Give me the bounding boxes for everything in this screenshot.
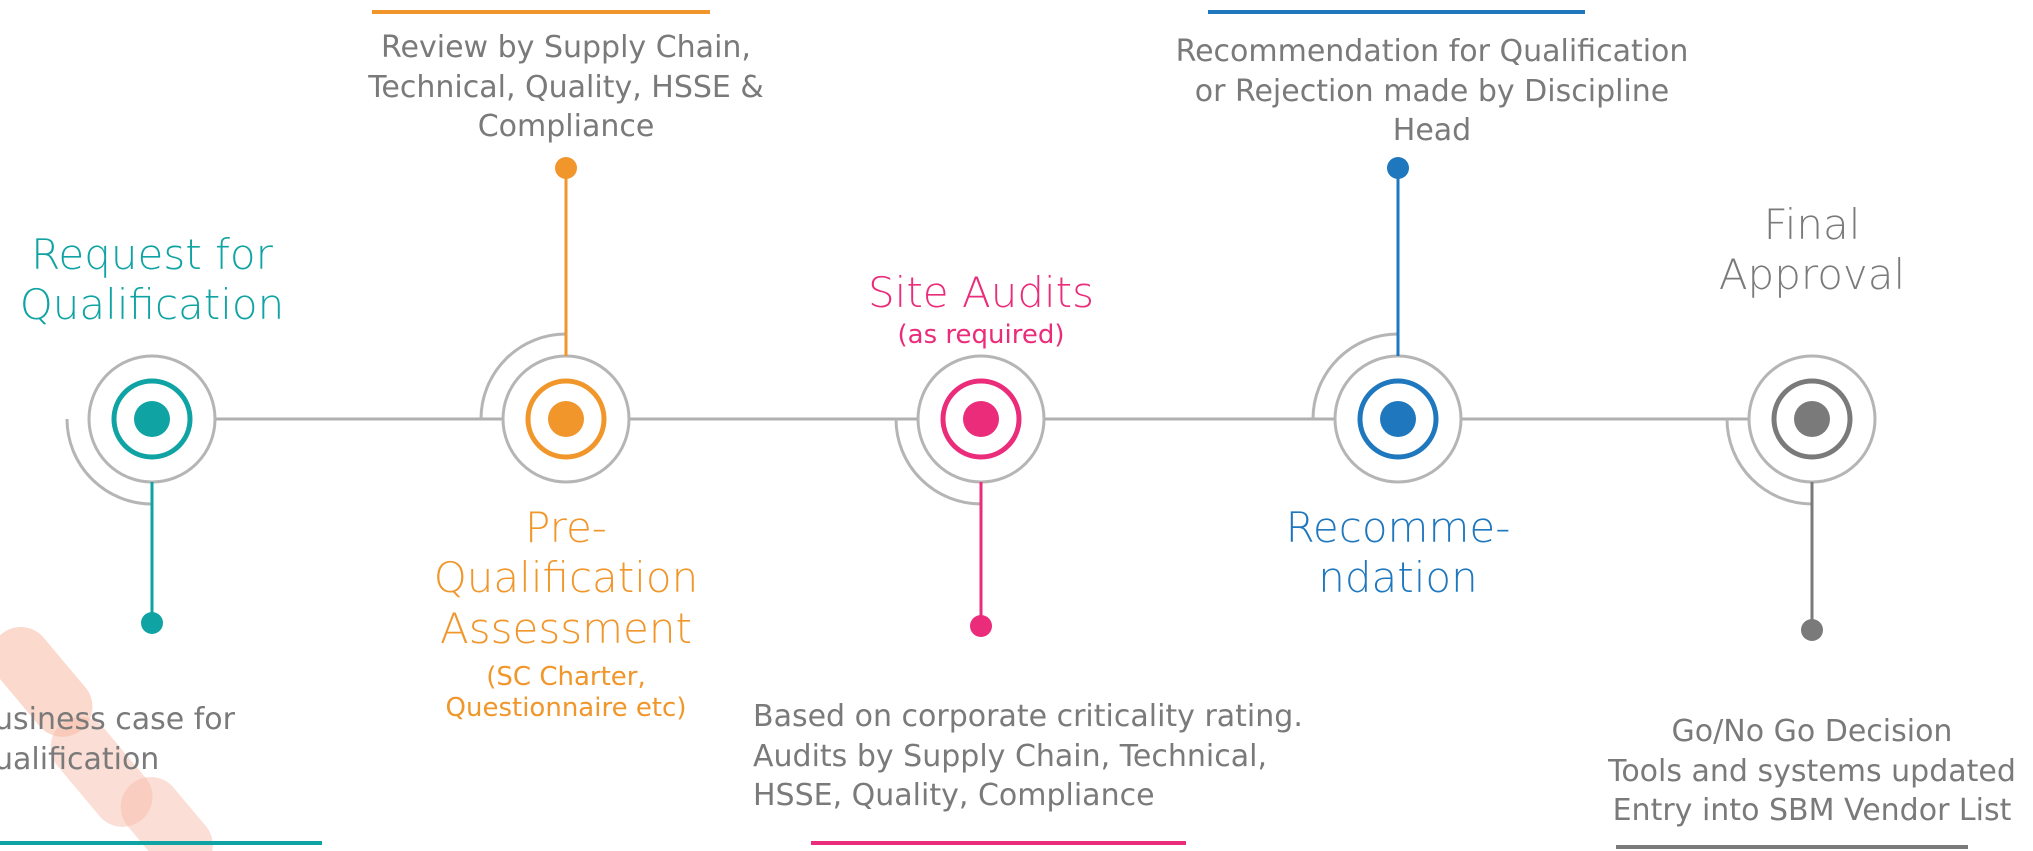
text-line: Request for bbox=[31, 230, 273, 279]
stage-description-audits: Based on corporate criticality rating. Au… bbox=[753, 697, 1303, 816]
text-line: ndation bbox=[1318, 553, 1478, 603]
text-line: Review by Supply Chain, bbox=[381, 30, 751, 65]
text-line: Head bbox=[1392, 113, 1472, 149]
center-dot bbox=[1794, 401, 1830, 437]
text-line: ualification bbox=[0, 741, 160, 777]
stage-subtitle-prequal: (SC Charter,Questionnaire etc) bbox=[446, 662, 687, 724]
text-line: Approval bbox=[1718, 250, 1906, 300]
text-line: Assessment bbox=[440, 603, 692, 653]
text-line: Recommendation for Qualification bbox=[1175, 34, 1689, 69]
stage-marker-recommendation bbox=[1208, 10, 1585, 484]
text-line: Qualification bbox=[433, 553, 699, 603]
outer-arc bbox=[65, 418, 153, 506]
stage-title-audits: Site Audits bbox=[868, 268, 1094, 318]
connector-dot bbox=[970, 615, 992, 637]
outer-arc bbox=[894, 418, 982, 506]
stage-marker-final bbox=[1616, 354, 1968, 849]
text-line: Technical, Quality, HSSE & bbox=[368, 69, 764, 105]
stage-description-recommendation: Recommendation for Qualification or Rejec… bbox=[1176, 32, 1689, 151]
stage-marker-audits bbox=[811, 354, 1186, 845]
center-dot bbox=[1380, 401, 1416, 437]
outer-arc bbox=[479, 332, 567, 420]
center-dot bbox=[963, 401, 999, 437]
stage-description-prequal: Review by Supply Chain, Technical, Qualit… bbox=[368, 28, 764, 147]
connector-dot bbox=[1801, 619, 1823, 641]
outer-arc bbox=[1725, 418, 1813, 506]
text-line: Entry into SBM Vendor List bbox=[1612, 793, 2012, 829]
text-line: or Rejection made by Discipline bbox=[1194, 73, 1670, 109]
logo-shape bbox=[0, 627, 93, 737]
outer-arc bbox=[1311, 332, 1399, 420]
connector-dot bbox=[555, 157, 577, 179]
stage-subtitle-audits: (as required) bbox=[898, 320, 1065, 351]
text-line: (SC Charter, bbox=[486, 662, 646, 692]
text-line: usiness case for bbox=[0, 702, 235, 737]
text-line: Site Audits bbox=[867, 268, 1095, 317]
text-line: Based on corporate criticality rating. bbox=[753, 699, 1303, 734]
text-line: Pre- bbox=[525, 503, 607, 552]
stage-description-request: usiness case for ualification bbox=[0, 700, 235, 779]
center-dot bbox=[134, 401, 170, 437]
text-line: Go/No Go Decision bbox=[1671, 714, 1953, 749]
text-line: Recomme- bbox=[1285, 503, 1511, 552]
stage-title-recommendation: Recomme-ndation bbox=[1286, 503, 1511, 604]
text-line: HSSE, Quality, Compliance bbox=[753, 778, 1155, 814]
text-line: Qualification bbox=[19, 280, 285, 330]
stage-marker-prequal bbox=[372, 10, 710, 484]
text-line: Audits by Supply Chain, Technical, bbox=[753, 738, 1267, 774]
connector-dot bbox=[1387, 157, 1409, 179]
text-line: Compliance bbox=[477, 109, 655, 145]
stage-marker-request bbox=[0, 354, 322, 845]
text-line: Questionnaire etc) bbox=[445, 693, 687, 724]
text-line: (as required) bbox=[897, 320, 1065, 350]
text-line: Tools and systems updated bbox=[1608, 753, 2016, 789]
logo-shape bbox=[50, 717, 153, 827]
text-line: Final bbox=[1763, 200, 1861, 249]
center-dot bbox=[548, 401, 584, 437]
connector-dot bbox=[141, 612, 163, 634]
